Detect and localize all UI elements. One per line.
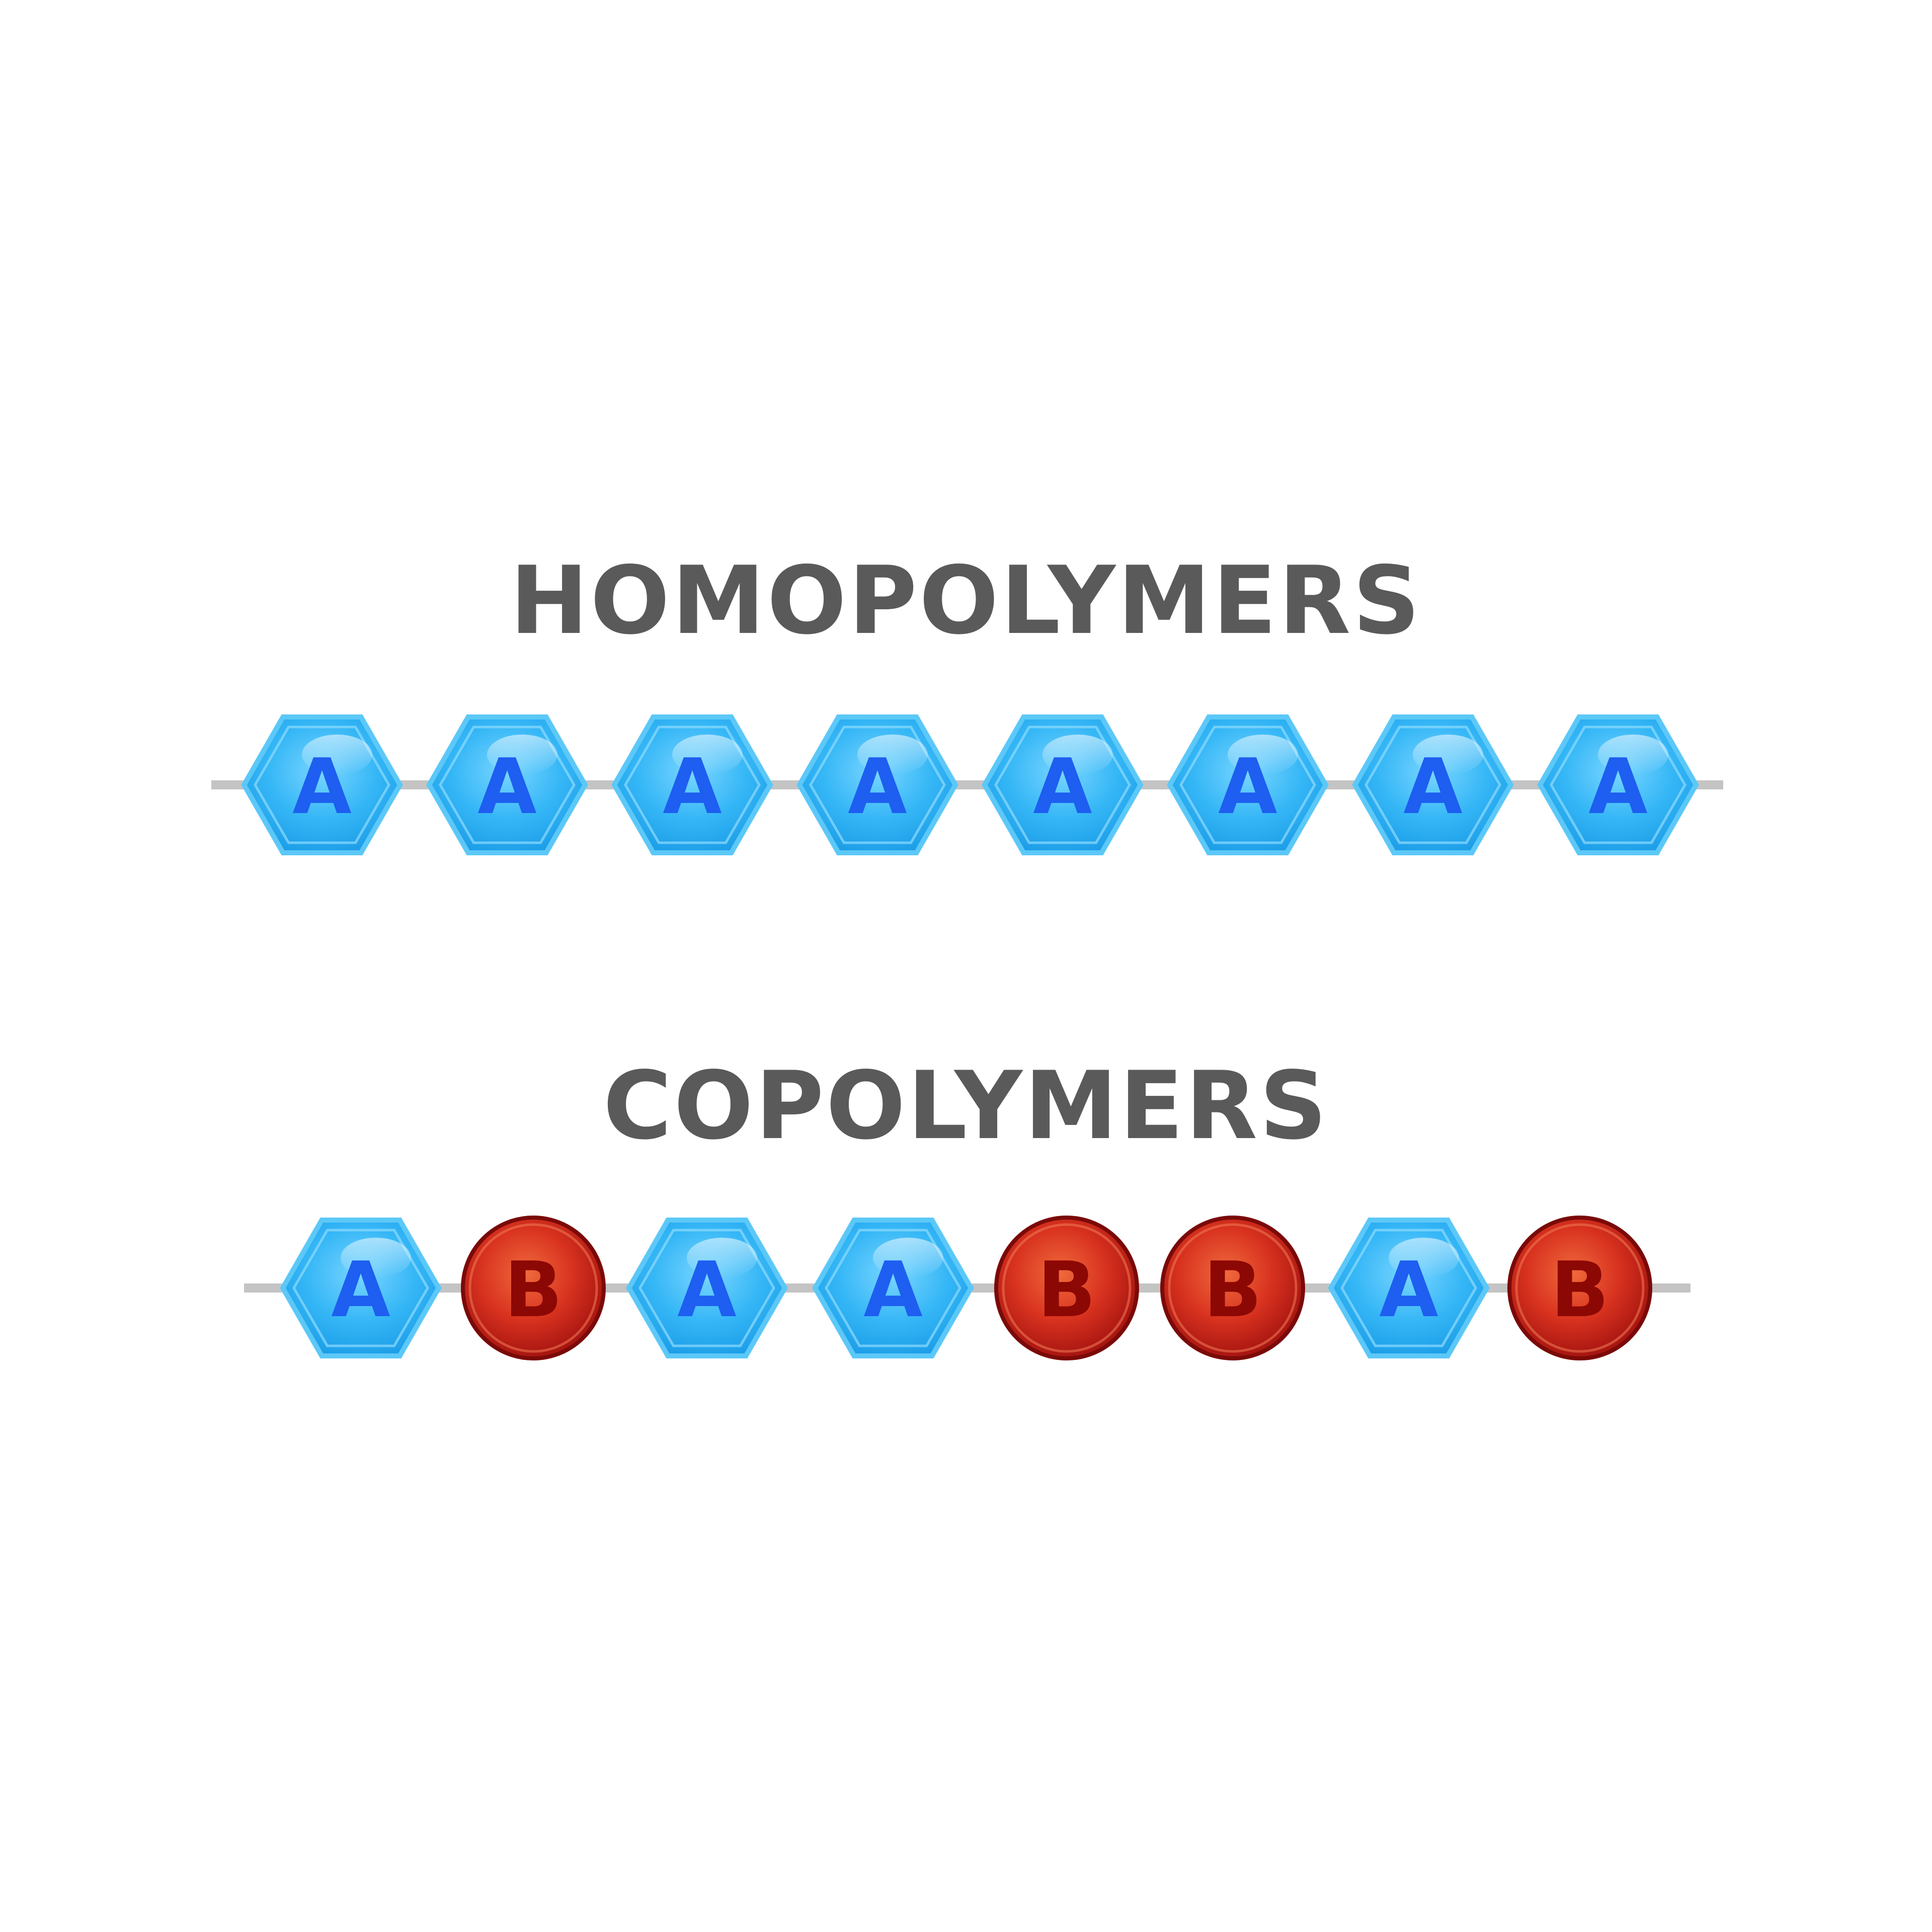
monomer-b-2: B (461, 1216, 606, 1360)
hexagon-inner-rim (809, 726, 946, 844)
hexagon-highlight (873, 1238, 943, 1278)
hexagon-highlight (1042, 735, 1113, 775)
monomer-b-6: B (1160, 1216, 1305, 1360)
circle-shape (994, 1216, 1139, 1360)
monomer-label: B (1037, 1245, 1096, 1334)
monomer-a-1: A (280, 1218, 442, 1358)
hexagon-highlight (857, 735, 928, 775)
monomer-a-1: A (241, 714, 403, 855)
monomer-a-4: A (812, 1218, 974, 1358)
monomer-label: B (1203, 1245, 1262, 1334)
hexagon-highlight (487, 735, 557, 775)
section-title-copolymers: COPOLYMERS (603, 1051, 1329, 1160)
copolymer-section: COPOLYMERS A B A A B B A B (244, 1051, 1691, 1360)
monomer-b-5: B (994, 1216, 1139, 1360)
hexagon-inner-rim (825, 1229, 961, 1347)
monomer-b-8: B (1507, 1216, 1652, 1360)
monomer-label: A (663, 742, 722, 831)
circle-inner-rim (1002, 1223, 1132, 1353)
monomer-label: A (1588, 742, 1648, 831)
monomer-label: A (1033, 742, 1092, 831)
monomer-label: A (677, 1245, 737, 1334)
monomer-label: B (1551, 1245, 1609, 1334)
hexagon-highlight (687, 1238, 757, 1278)
hexagon-inner-rim (439, 726, 576, 844)
monomer-label: B (504, 1245, 562, 1334)
hexagon-inner-rim (638, 1229, 775, 1347)
circle-inner-rim (1515, 1223, 1645, 1353)
circle-shape (1507, 1216, 1652, 1360)
monomer-label: A (477, 742, 537, 831)
monomer-label: A (1218, 742, 1277, 831)
monomer-a-5: A (982, 714, 1144, 855)
monomer-a-4: A (796, 714, 958, 855)
hexagon-highlight (1228, 735, 1298, 775)
monomer-a-7: A (1352, 714, 1514, 855)
section-title-homopolymers: HOMOPOLYMERS (510, 546, 1422, 655)
circle-shape (1160, 1216, 1305, 1360)
hexagon-highlight (1389, 1238, 1459, 1278)
hexagon-inner-rim (1179, 726, 1316, 844)
monomer-a-2: A (426, 714, 588, 855)
monomer-label: A (1379, 1245, 1438, 1334)
monomer-label: A (331, 1245, 390, 1334)
monomer-label: A (848, 742, 907, 831)
hexagon-inner-rim (994, 726, 1131, 844)
hexagon-highlight (1413, 735, 1483, 775)
monomer-label: A (1403, 742, 1463, 831)
hexagon-inner-rim (292, 1229, 429, 1347)
monomer-a-3: A (611, 714, 773, 855)
hexagon-inner-rim (1364, 726, 1501, 844)
monomer-a-6: A (1167, 714, 1329, 855)
hexagon-inner-rim (624, 726, 761, 844)
hexagon-highlight (302, 735, 372, 775)
monomer-a-3: A (626, 1218, 788, 1358)
hexagon-inner-rim (254, 726, 390, 844)
monomer-label: A (292, 742, 352, 831)
hexagon-inner-rim (1550, 726, 1686, 844)
homopolymer-section: HOMOPOLYMERS A A A A A A A A (211, 546, 1723, 855)
monomer-label: A (863, 1245, 923, 1334)
circle-shape (461, 1216, 606, 1360)
circle-inner-rim (468, 1223, 598, 1353)
monomer-a-8: A (1537, 714, 1699, 855)
hexagon-highlight (672, 735, 743, 775)
hexagon-highlight (341, 1238, 411, 1278)
circle-inner-rim (1168, 1223, 1298, 1353)
monomer-a-7: A (1328, 1218, 1490, 1358)
hexagon-inner-rim (1340, 1229, 1477, 1347)
hexagon-highlight (1598, 735, 1668, 775)
